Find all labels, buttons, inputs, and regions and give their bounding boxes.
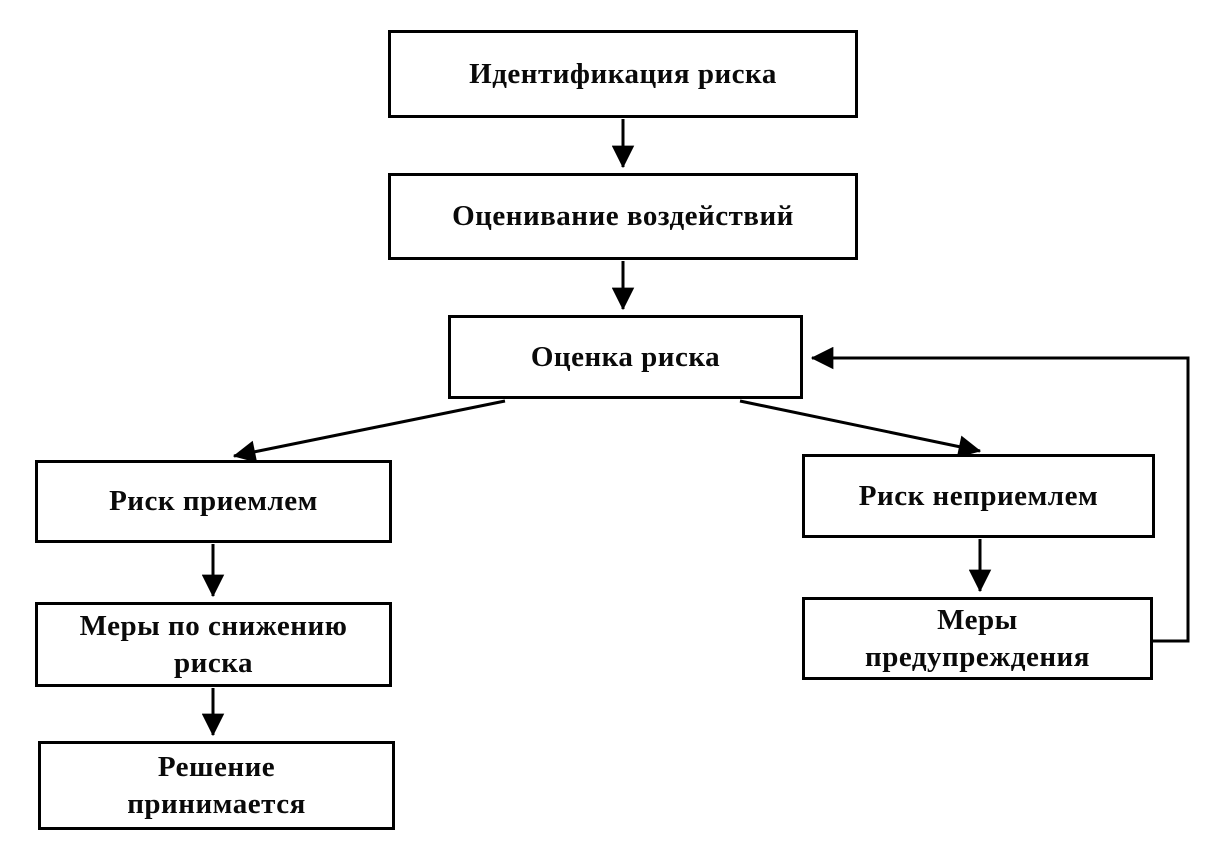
node-risk-acceptable-label: Риск приемлем	[109, 485, 318, 518]
node-risk-identification-label: Идентификация риска	[469, 57, 777, 90]
node-prevention-measures: Меры предупреждения	[802, 597, 1153, 680]
edge-risk-evaluation-to-risk-acceptable	[232, 399, 506, 463]
node-risk-evaluation: Оценка риска	[448, 315, 803, 399]
node-risk-evaluation-label: Оценка риска	[530, 340, 721, 373]
node-decision-made-label: Решение принимается	[127, 751, 306, 820]
node-risk-reduction-measures: Меры по снижению риска	[35, 602, 392, 687]
node-decision-made: Решение принимается	[38, 741, 395, 830]
node-risk-acceptable: Риск приемлем	[35, 460, 392, 543]
node-risk-reduction-measures-label: Меры по снижению риска	[79, 610, 348, 679]
node-risk-unacceptable: Риск неприемлем	[802, 454, 1155, 538]
node-risk-unacceptable-label: Риск неприемлем	[858, 479, 1099, 512]
node-prevention-measures-label: Меры предупреждения	[865, 604, 1090, 673]
node-risk-identification: Идентификация риска	[388, 30, 858, 118]
edge-risk-evaluation-to-risk-unacceptable	[739, 399, 982, 458]
node-impact-assessment-label: Оценивание воздействий	[452, 200, 794, 233]
node-impact-assessment: Оценивание воздействий	[388, 173, 858, 260]
